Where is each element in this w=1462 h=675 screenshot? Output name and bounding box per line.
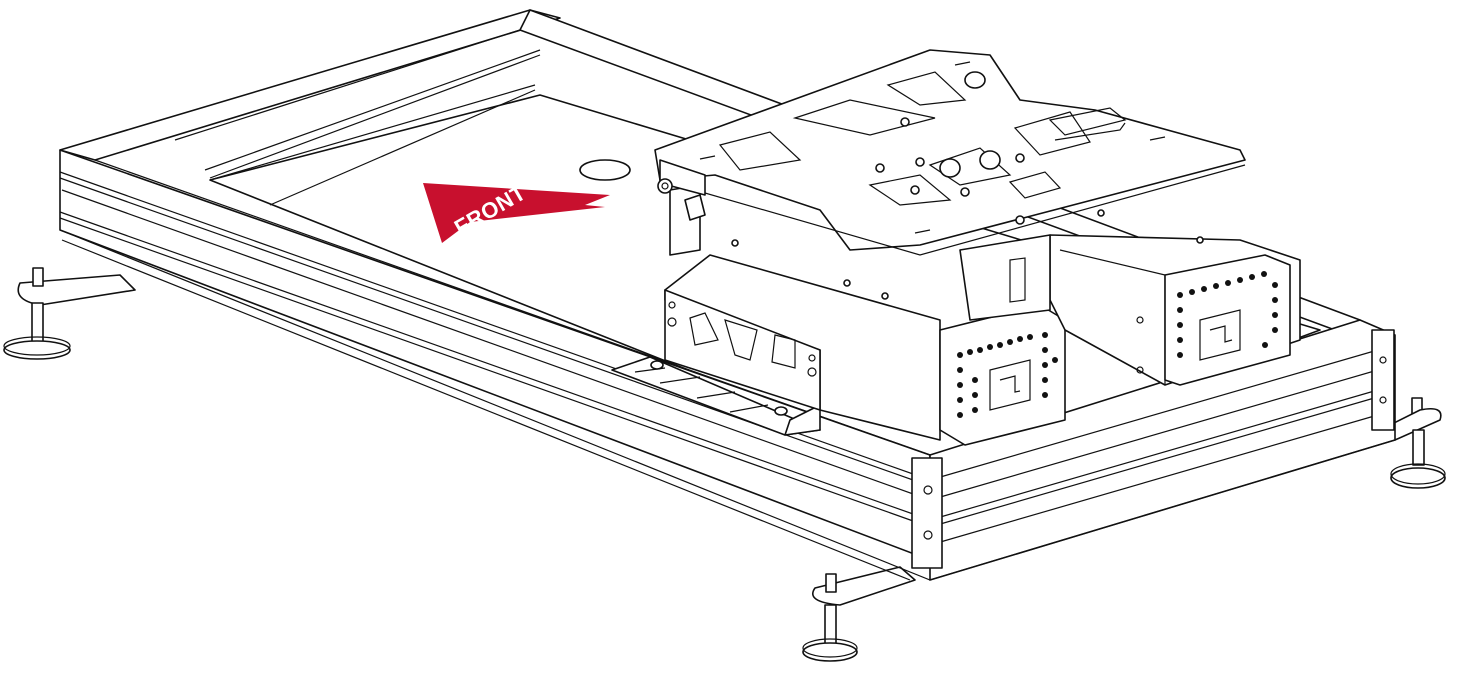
actuator-right: [1049, 234, 1301, 386]
vent-holes-left: [957, 332, 1058, 418]
seat-mount-plate: [654, 49, 1246, 256]
adjustable-foot-left-front: [802, 566, 916, 662]
front-arrow-shape: [423, 183, 610, 243]
pivot-assembly: [579, 159, 1051, 321]
actuator-bolts: [731, 209, 1204, 300]
actuator-left: [664, 254, 1066, 446]
vent-holes-right: [1177, 271, 1278, 358]
adjustable-foot-left-rear: [3, 267, 136, 360]
adjustable-foot-right-front: [1379, 397, 1446, 489]
front-bracket: [611, 356, 821, 436]
